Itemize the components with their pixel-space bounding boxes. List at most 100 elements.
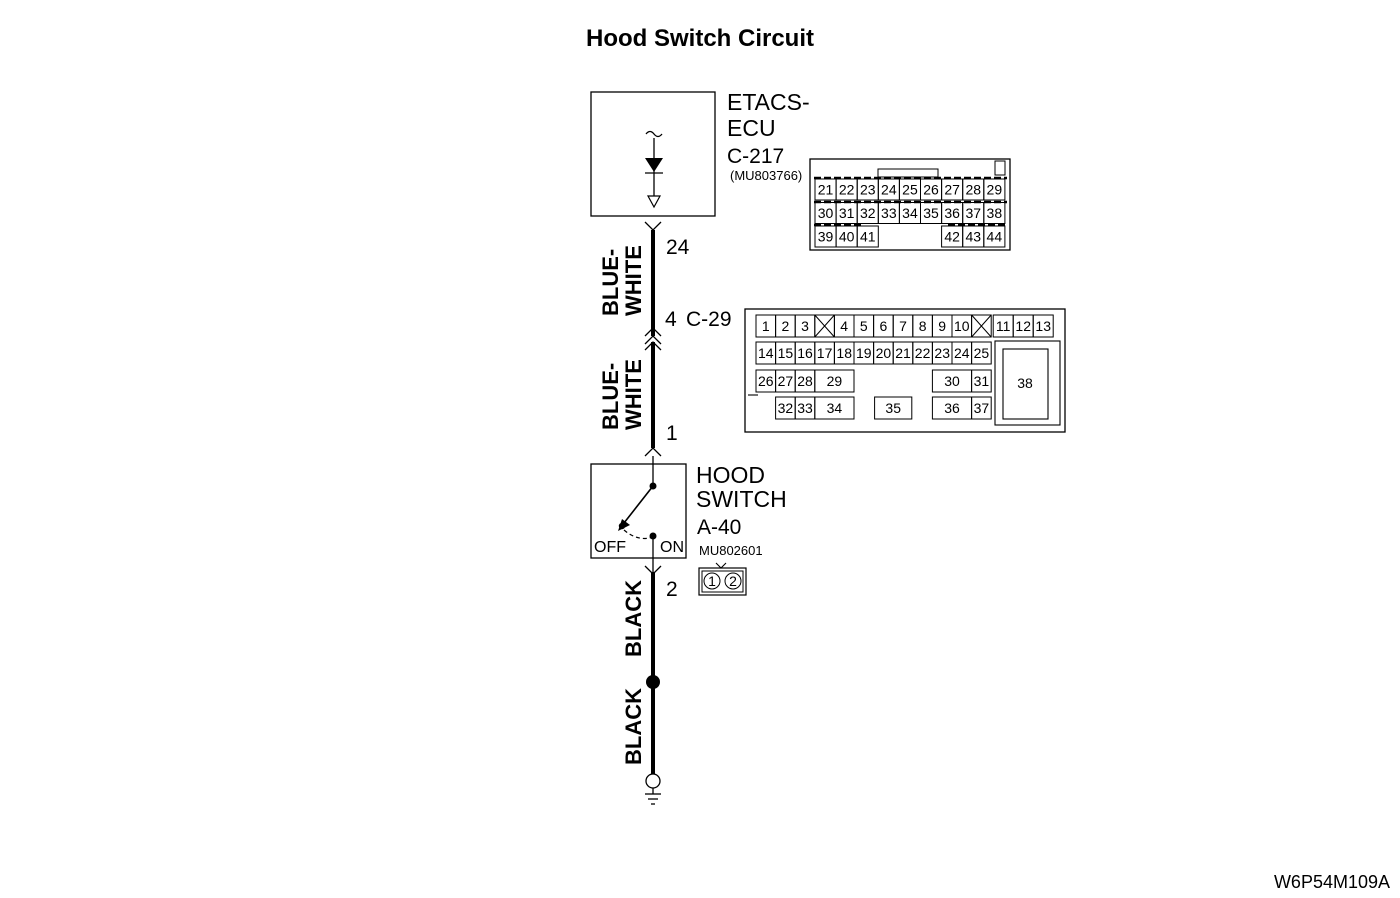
pin-cell: [971, 396, 992, 420]
pin-number: 14: [758, 345, 774, 361]
pin-number: 6: [880, 318, 888, 334]
wire-color-ground-1: BLACK: [621, 580, 646, 657]
pin-number: 34: [902, 205, 918, 221]
pin-number: 39: [818, 229, 834, 245]
figure-code: W6P54M109A: [1274, 872, 1390, 892]
pin-cell: [814, 396, 855, 420]
pin-number: 25: [902, 182, 918, 198]
pin-number: 36: [944, 400, 960, 416]
pin-number: 19: [856, 345, 872, 361]
wire-color-upper-1: BLUE-: [598, 249, 623, 316]
switch-out-pin-number: 2: [666, 578, 678, 601]
a40-pin-2: 2: [729, 573, 737, 589]
pin-number: 43: [965, 229, 981, 245]
switch-contact-symbol: [618, 456, 657, 574]
pin-number: 27: [944, 182, 960, 198]
pin-number: 33: [797, 400, 813, 416]
pin-number: 32: [860, 205, 876, 221]
ecu-name-line2: ECU: [727, 115, 776, 141]
pin-number: 20: [876, 345, 892, 361]
hood-switch-box: [590, 463, 687, 559]
pin-number: 9: [938, 318, 946, 334]
wire-color-ground-2: BLACK: [621, 688, 646, 765]
pin-number: 37: [974, 400, 990, 416]
hood-switch-name-line2: SWITCH: [696, 486, 787, 512]
wire-color-lower-1: BLUE-: [598, 363, 623, 430]
pin-number: 26: [923, 182, 939, 198]
pin-number: 15: [778, 345, 794, 361]
pin-cell: [874, 396, 913, 420]
pin-number: 35: [923, 205, 939, 221]
pin-number: 11: [996, 318, 1011, 334]
pin-number: 21: [895, 345, 911, 361]
junction-connector-id: C-29: [686, 308, 732, 331]
pin-number: 44: [987, 229, 1003, 245]
pin-cell: [856, 225, 879, 248]
pin-number: 21: [818, 182, 834, 198]
wire-color-lower-2: WHITE: [621, 359, 646, 430]
pin-number: 24: [881, 182, 897, 198]
switch-on-label: ON: [660, 539, 684, 556]
pin-number: 30: [818, 205, 834, 221]
pin-number: 32: [778, 400, 794, 416]
pin-number: 10: [954, 318, 970, 334]
switch-in-chevron: [644, 447, 662, 457]
pin-number: 13: [1035, 318, 1051, 334]
pin-number: 33: [881, 205, 897, 221]
pin-number: 42: [944, 229, 960, 245]
pin-cell: [971, 341, 992, 365]
diagram-title: Hood Switch Circuit: [586, 25, 814, 52]
pin-number: 41: [860, 229, 876, 245]
pin-number: 22: [915, 345, 931, 361]
empty-cavity-mark: [971, 314, 992, 338]
pin-number: 16: [797, 345, 813, 361]
pin-number: 37: [965, 205, 981, 221]
pin-number: 38: [987, 205, 1003, 221]
pin-cell: [983, 178, 1006, 201]
ecu-internal-symbol: [645, 130, 663, 209]
pin-cell: [971, 369, 992, 393]
pin-cell: [983, 202, 1006, 224]
pin-number: 18: [836, 345, 852, 361]
switch-off-label: OFF: [594, 539, 626, 556]
hood-switch-name-line1: HOOD: [696, 462, 765, 488]
pin-number: 5: [860, 318, 868, 334]
ecu-pin-chevron: [644, 221, 662, 231]
pin-number: 17: [817, 345, 833, 361]
pin-cell: [983, 225, 1006, 248]
pin-number: 7: [899, 318, 907, 334]
ecu-connector-id: C-217: [727, 145, 784, 168]
ecu-pin-number: 24: [666, 236, 690, 259]
junction-connector-chevron: [644, 327, 662, 351]
pin-number: 28: [965, 182, 981, 198]
ecu-part-number: (MU803766): [730, 168, 802, 183]
pin-number: 30: [944, 373, 960, 389]
splice-point: [646, 675, 660, 689]
hood-switch-connector-id: A-40: [697, 516, 741, 539]
pin-number: 2: [782, 318, 790, 334]
pin-number: 28: [797, 373, 813, 389]
pin-number: 26: [758, 373, 774, 389]
hood-switch-part-number: MU802601: [699, 543, 763, 558]
ground-icon: [645, 773, 661, 805]
ecu-box: [590, 91, 716, 217]
pin-number: 35: [885, 400, 901, 416]
pin-number: 29: [987, 182, 1003, 198]
pin-number: 40: [839, 229, 855, 245]
c29-pin-38: 38: [1017, 375, 1033, 391]
pin-number: 3: [801, 318, 809, 334]
pin-number: 8: [919, 318, 927, 334]
pin-cell: [971, 314, 992, 338]
pin-cell: [1032, 314, 1054, 338]
wire-color-upper-2: WHITE: [621, 245, 646, 316]
a40-pin-1: 1: [708, 573, 716, 589]
pin-number: 31: [974, 373, 990, 389]
pin-number: 27: [778, 373, 794, 389]
pin-number: 36: [944, 205, 960, 221]
pin-number: 1: [762, 318, 770, 334]
connector-a40-face: 1 2: [698, 562, 747, 596]
switch-in-pin-number: 1: [666, 422, 678, 445]
pin-number: 12: [1015, 318, 1031, 334]
pin-number: 23: [860, 182, 876, 198]
